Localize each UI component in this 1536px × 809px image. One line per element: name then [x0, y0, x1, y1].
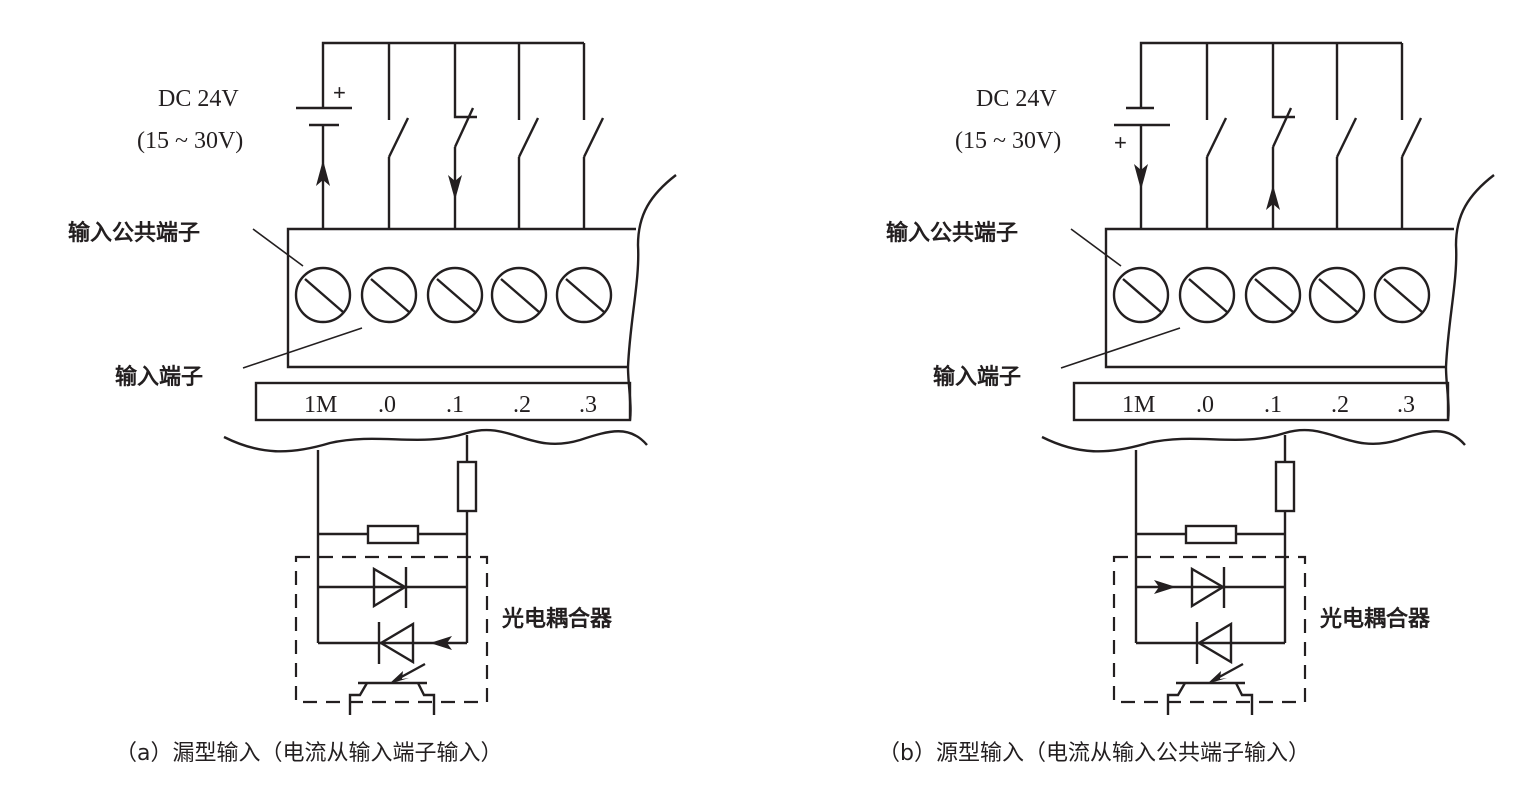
switch-wire	[453, 43, 477, 119]
current-arrow-left-icon	[430, 636, 452, 650]
panel-b-source-input: + DC 24V (15 ~ 30V) 输入公共端子 输入端子 1M	[878, 41, 1495, 766]
terminal-block	[1104, 227, 1454, 369]
common-terminal-label: 输入公共端子	[68, 220, 200, 246]
diode-icon	[1196, 621, 1233, 665]
input-terminal-label: 输入端子	[933, 364, 1021, 390]
terminal-screws	[1112, 266, 1431, 324]
terminal-screw	[1308, 266, 1366, 324]
input-terminal-label: 输入端子	[115, 364, 203, 390]
current-arrow-up-icon	[1266, 185, 1280, 210]
terminal-label: .2	[513, 392, 531, 418]
switch-blade	[517, 117, 540, 158]
shunt-resistor	[366, 524, 420, 545]
module-break-edge	[1444, 174, 1495, 421]
leader-line	[242, 327, 363, 369]
optocoupler-label: 光电耦合器	[1319, 606, 1431, 632]
switch-blade	[387, 117, 410, 158]
current-arrow-down-icon	[1134, 164, 1148, 190]
terminal-screw	[360, 266, 418, 324]
terminal-screw	[1244, 266, 1302, 324]
led-icon	[378, 621, 415, 665]
terminal-label: 1M	[1122, 392, 1155, 418]
module-break-edge	[626, 174, 677, 421]
current-arrow-up-icon	[316, 160, 330, 186]
light-arrow-head-icon	[1207, 671, 1227, 684]
diode-icon	[372, 566, 408, 609]
switch-blade	[1205, 117, 1228, 158]
supply-range-label: (15 ~ 30V)	[955, 128, 1061, 154]
module-break-edge-bottom	[1041, 428, 1466, 453]
terminal-label: .1	[1264, 392, 1282, 418]
terminal-screw	[490, 266, 548, 324]
leader-line	[1070, 228, 1122, 267]
series-resistor	[456, 460, 478, 513]
supply-voltage-label: DC 24V	[976, 86, 1057, 112]
current-arrow-down-icon	[448, 175, 462, 200]
phototransistor-lead	[1166, 682, 1187, 715]
phototransistor-lead	[1234, 682, 1254, 715]
plus-sign: +	[333, 80, 346, 105]
light-arrow-head-icon	[389, 671, 409, 684]
terminal-screw	[426, 266, 484, 324]
terminal-screw	[555, 266, 613, 324]
terminal-screw	[1112, 266, 1170, 324]
series-resistor	[1274, 460, 1296, 513]
switch-blade	[453, 107, 475, 148]
top-bus-wire	[321, 41, 584, 108]
terminal-screws	[294, 266, 613, 324]
terminal-label: .1	[446, 392, 464, 418]
terminal-block	[286, 227, 636, 369]
switch-blade	[582, 117, 605, 158]
supply-range-label: (15 ~ 30V)	[137, 128, 243, 154]
phototransistor-lead	[348, 682, 369, 715]
leader-line	[252, 228, 304, 267]
terminal-label: .0	[1196, 392, 1214, 418]
supply-voltage-label: DC 24V	[158, 86, 239, 112]
panel-a-sink-input: + DC 24V (15 ~ 30V) 输	[68, 41, 677, 766]
terminal-label-strip	[1072, 381, 1450, 422]
terminal-label-strip	[254, 381, 632, 422]
led-icon	[1190, 566, 1226, 609]
top-bus-wire	[1139, 41, 1402, 108]
switch-blade	[1335, 117, 1358, 158]
switch-blade	[1400, 117, 1423, 158]
common-terminal-label: 输入公共端子	[886, 220, 1018, 246]
optocoupler-box	[294, 555, 489, 704]
optocoupler-box	[1112, 555, 1307, 704]
terminal-label: 1M	[304, 392, 337, 418]
terminal-screw	[1178, 266, 1236, 324]
caption-a: （a）漏型输入（电流从输入端子输入）	[115, 741, 502, 766]
switch-blade	[1271, 107, 1293, 148]
module-break-edge-bottom	[223, 428, 648, 453]
plus-sign: +	[1114, 130, 1127, 155]
current-arrow-right-icon	[1154, 580, 1176, 594]
caption-b: （b）源型输入（电流从输入公共端子输入）	[878, 741, 1310, 766]
shunt-resistor	[1184, 524, 1238, 545]
terminal-screw	[294, 266, 352, 324]
terminal-label: .3	[579, 392, 597, 418]
terminal-label: .2	[1331, 392, 1349, 418]
leader-line	[1060, 327, 1181, 369]
terminal-label: .0	[378, 392, 396, 418]
terminal-label: .3	[1397, 392, 1415, 418]
optocoupler-label: 光电耦合器	[501, 606, 613, 632]
switch-wire	[1271, 43, 1295, 119]
terminal-screw	[1373, 266, 1431, 324]
phototransistor-lead	[416, 682, 436, 715]
